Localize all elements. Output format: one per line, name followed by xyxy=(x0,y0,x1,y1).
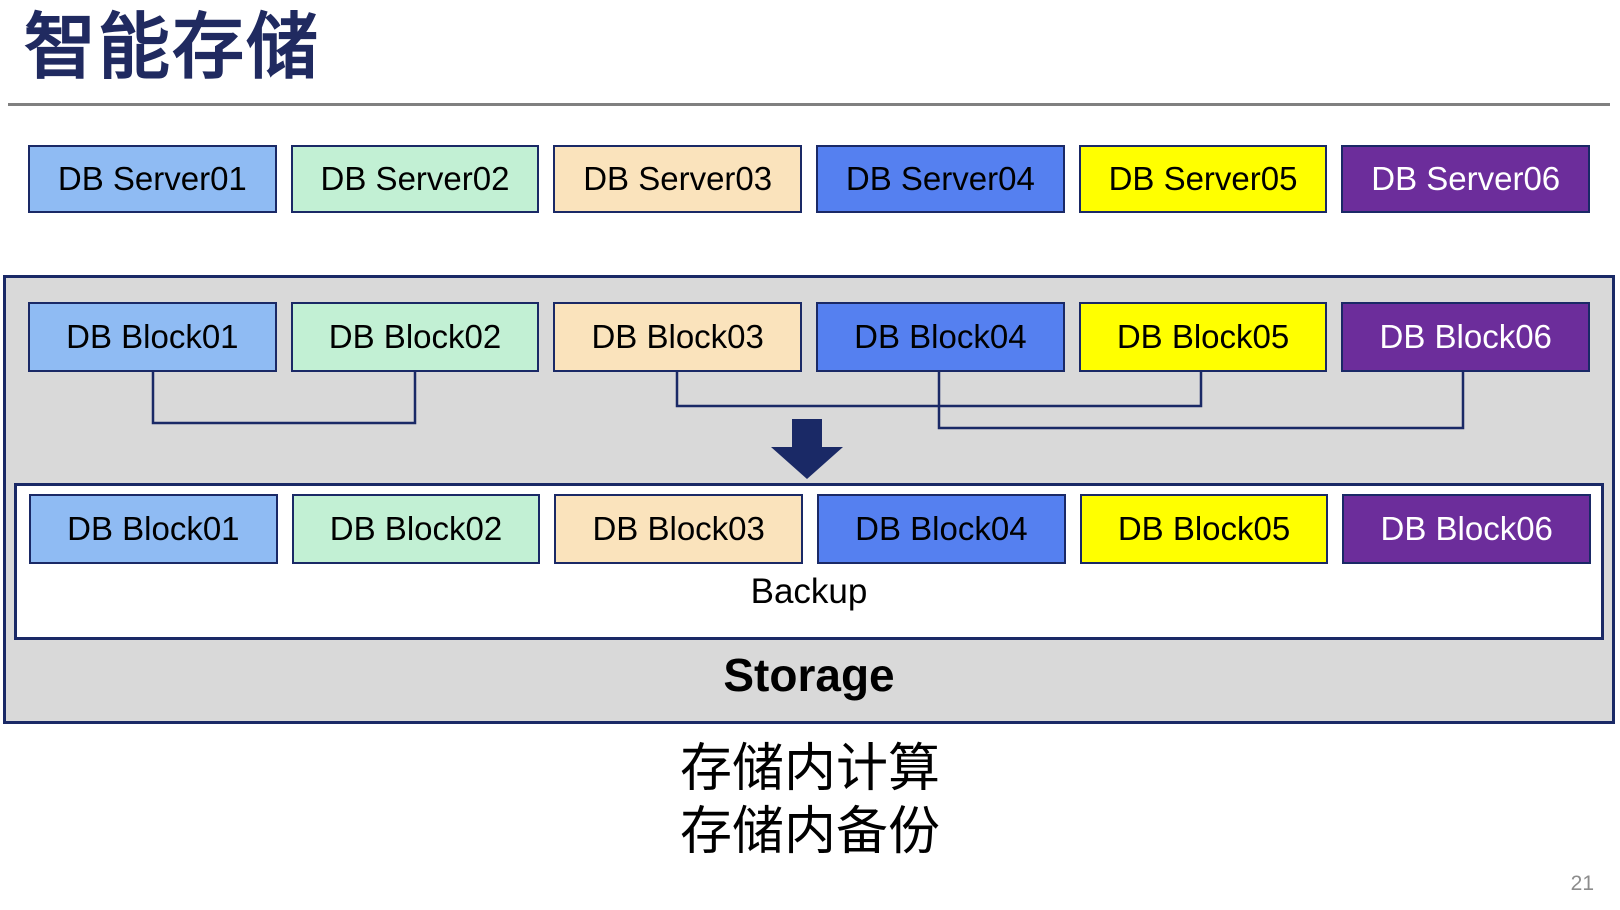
db-block-row-top: DB Block01 DB Block02 DB Block03 DB Bloc… xyxy=(28,302,1591,372)
connector-block01-block02 xyxy=(151,372,417,425)
db-server-02: DB Server02 xyxy=(290,145,540,213)
connector-block04-block06 xyxy=(937,372,1465,430)
page-title: 智能存储 xyxy=(24,8,321,88)
caption-block: 存储内计算 存储内备份 xyxy=(0,738,1620,864)
db-block-top-03: DB Block03 xyxy=(553,302,803,372)
db-block-top-04: DB Block04 xyxy=(816,302,1065,372)
down-arrow-icon xyxy=(771,419,843,479)
page-number: 21 xyxy=(1570,872,1594,895)
db-server-row: DB Server01 DB Server02 DB Server03 DB S… xyxy=(28,145,1591,213)
db-block-row-bottom: DB Block01 DB Block02 DB Block03 DB Bloc… xyxy=(29,494,1592,564)
db-block-bottom-03: DB Block03 xyxy=(554,494,804,564)
caption-line-1: 存储内计算 xyxy=(679,740,940,798)
storage-label: Storage xyxy=(723,649,895,701)
db-block-bottom-01: DB Block01 xyxy=(29,494,278,564)
db-block-bottom-02: DB Block02 xyxy=(291,494,541,564)
db-block-bottom-05: DB Block05 xyxy=(1079,494,1329,564)
title-divider xyxy=(8,103,1610,106)
db-server-04: DB Server04 xyxy=(816,145,1065,213)
db-block-top-06: DB Block06 xyxy=(1341,302,1591,372)
storage-container: DB Block01 DB Block02 DB Block03 DB Bloc… xyxy=(3,275,1615,724)
db-server-06: DB Server06 xyxy=(1341,145,1591,213)
caption-line-2: 存储内备份 xyxy=(679,803,940,861)
db-server-03: DB Server03 xyxy=(553,145,803,213)
backup-label: Backup xyxy=(750,572,868,611)
db-block-top-05: DB Block05 xyxy=(1078,302,1328,372)
db-server-05: DB Server05 xyxy=(1078,145,1328,213)
connector-block03-block05 xyxy=(675,372,1203,408)
db-block-bottom-04: DB Block04 xyxy=(817,494,1066,564)
db-block-bottom-06: DB Block06 xyxy=(1342,494,1592,564)
db-block-top-01: DB Block01 xyxy=(28,302,277,372)
backup-box: DB Block01 DB Block02 DB Block03 DB Bloc… xyxy=(14,483,1604,640)
db-server-01: DB Server01 xyxy=(28,145,277,213)
db-block-top-02: DB Block02 xyxy=(290,302,540,372)
